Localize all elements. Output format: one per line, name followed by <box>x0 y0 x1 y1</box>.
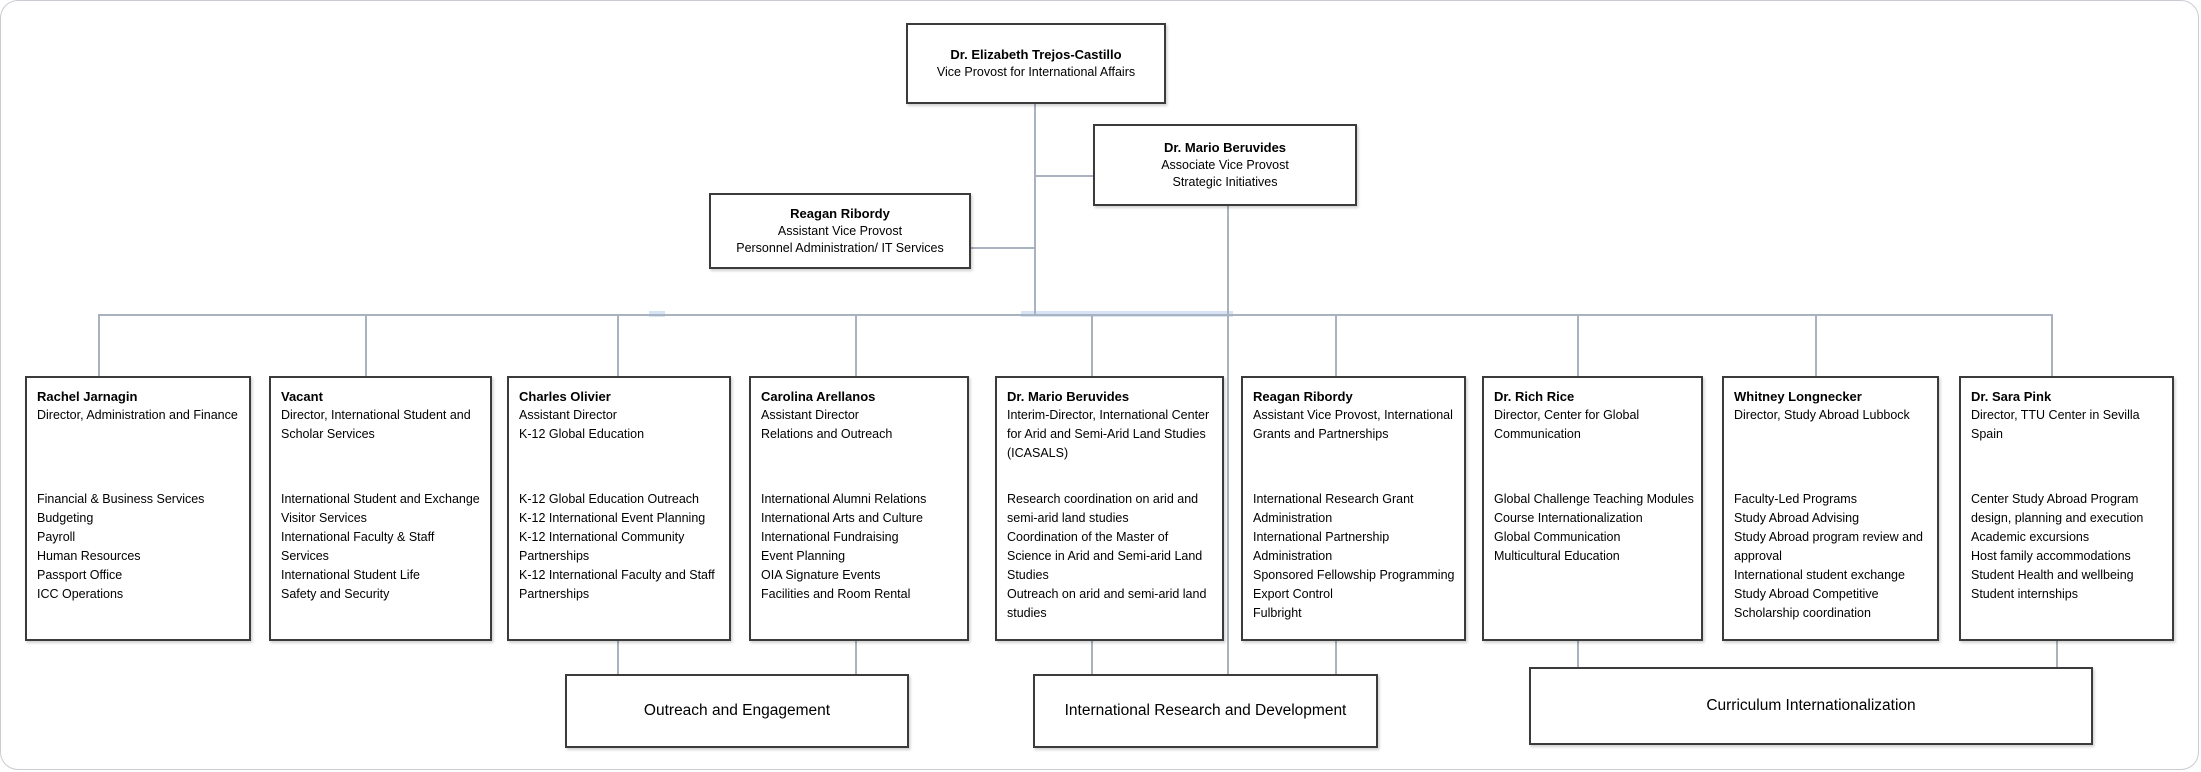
connector <box>1034 175 1094 177</box>
connector <box>1335 314 1337 377</box>
duties-list: Global Challenge Teaching Modules Course… <box>1494 492 1694 563</box>
connector <box>2056 641 2058 668</box>
person-title: Assistant Director Relations and Outreac… <box>761 408 893 441</box>
duties-list: Center Study Abroad Program design, plan… <box>1971 492 2144 601</box>
connector <box>617 314 619 377</box>
box-assistant-vice-provost: Reagan Ribordy Assistant Vice Provost Pe… <box>709 193 971 269</box>
person-title: Interim-Director, International Center f… <box>1007 408 1210 460</box>
person-title: Director, Study Abroad Lubbock <box>1734 408 1910 422</box>
person-name: Dr. Mario Beruvides <box>1163 139 1287 155</box>
person-name: Reagan Ribordy <box>1253 389 1353 404</box>
connector <box>1577 314 1579 377</box>
duties-list: Financial & Business Services Budgeting … <box>37 492 205 601</box>
group-label: International Research and Development <box>1064 702 1347 719</box>
person-title: Director, Administration and Finance <box>37 408 238 422</box>
person-title: Director, International Student and Scho… <box>281 408 471 441</box>
connector-spine <box>98 314 2053 316</box>
duties-list: Research coordination on arid and semi-a… <box>1007 492 1207 620</box>
connector <box>855 641 857 675</box>
person-title: Assistant Director K-12 Global Education <box>519 408 645 441</box>
card-study-abroad-lubbock: Whitney Longnecker Director, Study Abroa… <box>1722 376 1939 641</box>
person-name: Dr. Sara Pink <box>1971 389 2052 404</box>
person-name: Reagan Ribordy <box>790 205 890 221</box>
card-student-scholar-services: Vacant Director, International Student a… <box>269 376 492 641</box>
connector <box>970 247 1036 249</box>
card-ttu-center-sevilla: Dr. Sara Pink Director, TTU Center in Se… <box>1959 376 2174 641</box>
duties-list: International Alumni Relations Internati… <box>761 492 927 601</box>
person-title: Director, TTU Center in Sevilla Spain <box>1971 408 2140 441</box>
connector <box>1577 641 1579 668</box>
connector <box>1091 314 1093 377</box>
card-administration-finance: Rachel Jarnagin Director, Administration… <box>25 376 251 641</box>
person-title: Associate Vice Provost Strategic Initiat… <box>1161 157 1289 189</box>
person-name: Dr. Mario Beruvides <box>1007 389 1130 404</box>
group-outreach-engagement: Outreach and Engagement <box>565 674 909 748</box>
connector <box>98 314 100 377</box>
connector <box>617 641 619 675</box>
person-title: Vice Provost for International Affairs <box>936 64 1136 79</box>
card-grants-partnerships: Reagan Ribordy Assistant Vice Provost, I… <box>1241 376 1466 641</box>
duties-list: K-12 Global Education Outreach K-12 Inte… <box>519 492 715 601</box>
person-name: Whitney Longnecker <box>1734 389 1862 404</box>
connector <box>365 314 367 377</box>
connector <box>2051 314 2053 377</box>
connector <box>1227 206 1229 674</box>
person-name: Charles Olivier <box>519 389 611 404</box>
person-name: Dr. Elizabeth Trejos-Castillo <box>950 46 1122 62</box>
person-name: Vacant <box>281 389 323 404</box>
person-title: Director, Center for Global Communicatio… <box>1494 408 1640 441</box>
connector <box>1815 314 1817 377</box>
connector <box>1091 641 1093 675</box>
person-title: Assistant Vice Provost Personnel Adminis… <box>736 223 944 255</box>
person-name: Dr. Rich Rice <box>1494 389 1575 404</box>
card-icasals: Dr. Mario Beruvides Interim-Director, In… <box>995 376 1224 641</box>
card-k12-global-education: Charles Olivier Assistant Director K-12 … <box>507 376 731 641</box>
card-relations-outreach: Carolina Arellanos Assistant Director Re… <box>749 376 969 641</box>
connector <box>855 314 857 377</box>
box-vice-provost: Dr. Elizabeth Trejos-Castillo Vice Provo… <box>906 23 1166 104</box>
connector <box>1034 104 1036 316</box>
duties-list: International Student and Exchange Visit… <box>281 492 480 601</box>
group-international-research-development: International Research and Development <box>1033 674 1378 748</box>
group-label: Curriculum Internationalization <box>1706 697 1916 714</box>
group-curriculum-internationalization: Curriculum Internationalization <box>1529 667 2093 745</box>
person-name: Carolina Arellanos <box>761 389 876 404</box>
duties-list: Faculty-Led Programs Study Abroad Advisi… <box>1734 492 1923 620</box>
group-label: Outreach and Engagement <box>643 702 831 719</box>
connector <box>1335 641 1337 675</box>
card-global-communication: Dr. Rich Rice Director, Center for Globa… <box>1482 376 1703 641</box>
box-associate-vice-provost: Dr. Mario Beruvides Associate Vice Provo… <box>1093 124 1357 206</box>
person-title: Assistant Vice Provost, International Gr… <box>1253 408 1453 441</box>
duties-list: International Research Grant Administrat… <box>1253 492 1455 620</box>
person-name: Rachel Jarnagin <box>37 389 138 404</box>
